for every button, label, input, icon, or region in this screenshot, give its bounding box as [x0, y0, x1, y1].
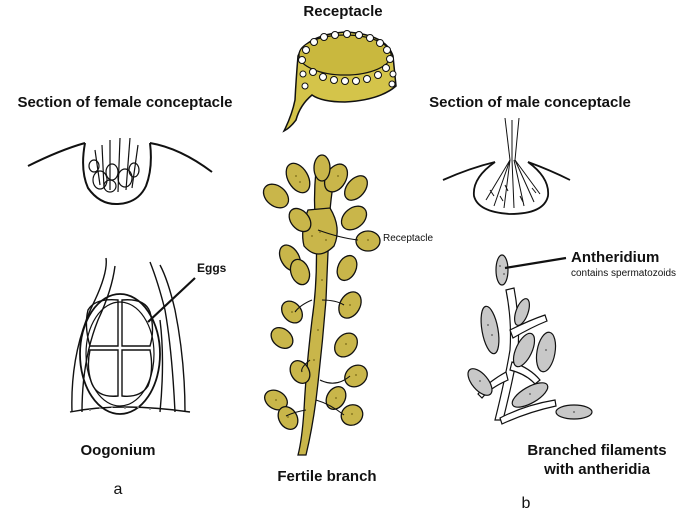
- male-conceptacle-illustration: [442, 117, 571, 215]
- receptacle-illustration: [282, 30, 397, 133]
- label-panel-a: a: [114, 481, 123, 498]
- label-receptacle-side: Receptacle: [383, 233, 433, 244]
- female-conceptacle-illustration: [27, 137, 213, 206]
- label-antheridium-sub: contains spermatozoids: [571, 268, 676, 279]
- label-receptacle-top: Receptacle: [303, 3, 382, 20]
- label-panel-b: b: [522, 495, 531, 512]
- label-male-section: Section of male conceptacle: [429, 94, 631, 111]
- fertile-branch-illustration: [262, 154, 381, 456]
- label-eggs: Eggs: [197, 261, 227, 275]
- label-branched-line2: with antheridia: [543, 461, 651, 478]
- antheridia-illustration: [467, 254, 593, 425]
- label-female-section: Section of female conceptacle: [17, 94, 232, 111]
- oogonium-illustration: [69, 257, 196, 415]
- label-antheridium: Antheridium: [571, 249, 659, 266]
- label-fertile-branch: Fertile branch: [277, 468, 376, 485]
- label-branched-line1: Branched filaments: [527, 442, 666, 459]
- label-oogonium: Oogonium: [81, 442, 156, 459]
